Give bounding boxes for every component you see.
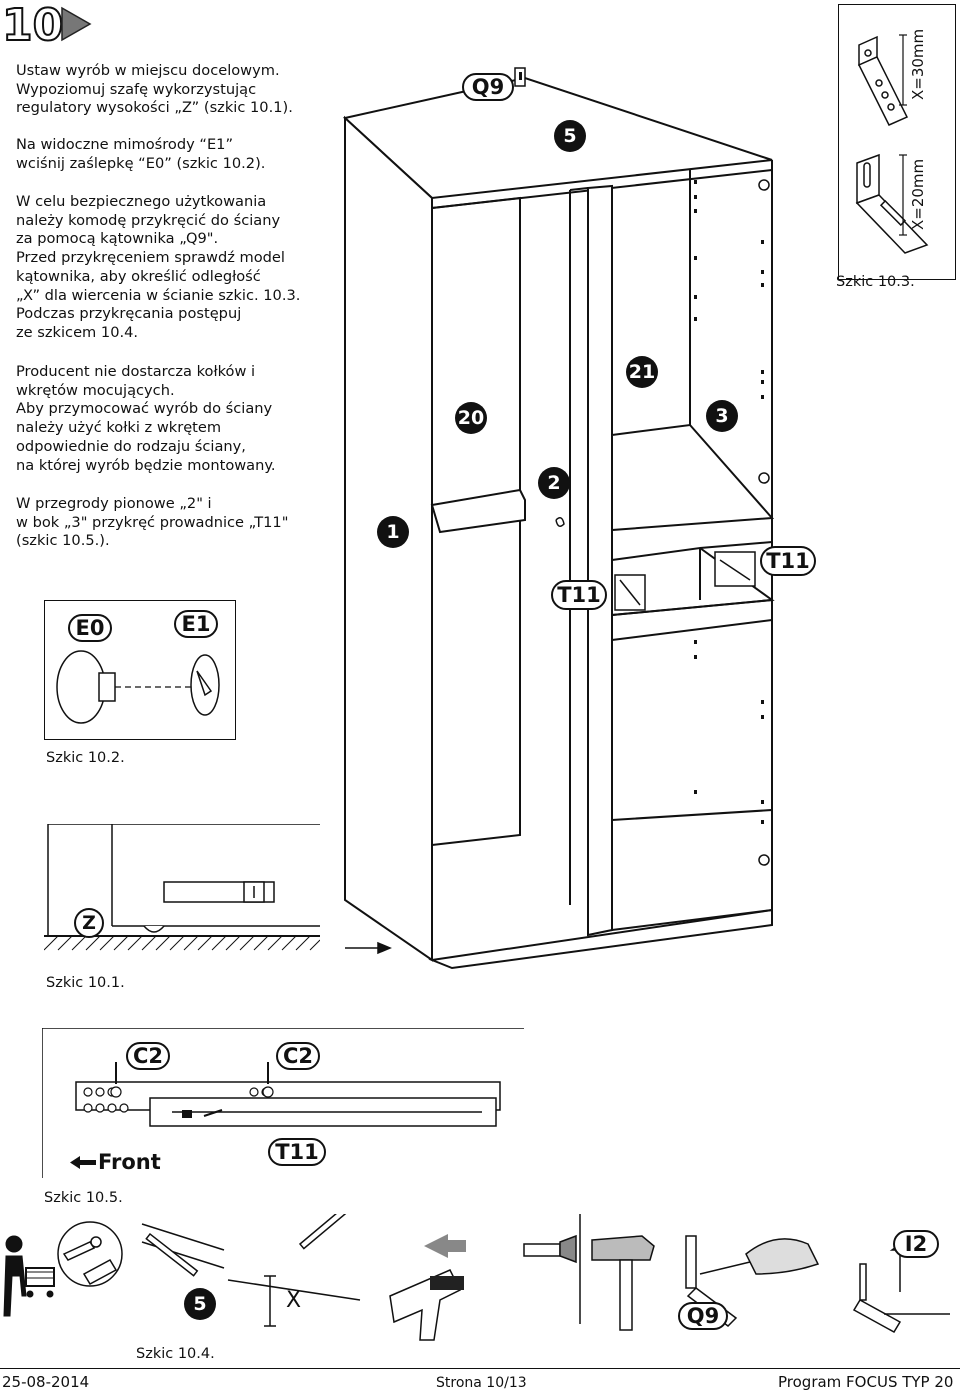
label-front: Front (98, 1150, 161, 1174)
footer-divider (0, 1368, 960, 1369)
part-5-badge: 5 (554, 120, 586, 152)
part-20-badge: 20 (455, 402, 487, 434)
step-header: 10 (0, 0, 96, 52)
label-c2-right: C2 (276, 1042, 320, 1070)
dowel-icon (82, 1259, 118, 1285)
part-21-badge: 21 (626, 356, 658, 388)
label-e0: E0 (68, 614, 112, 642)
screwdriver-icon (699, 1238, 820, 1275)
sketch-10-4-strip (3, 1214, 950, 1350)
label-q9-sketch: Q9 (678, 1302, 728, 1330)
label-x: X (286, 1288, 302, 1313)
person-cart-icon (3, 1235, 55, 1317)
label-x30: X=30mm (909, 29, 927, 100)
label-z: Z (74, 908, 104, 938)
sketch-10-5-box (41, 1027, 524, 1178)
front-arrow-icon (70, 1156, 96, 1169)
bracket-q9-icon (514, 67, 526, 87)
sketch-10-1-box (43, 823, 321, 966)
instruction-2: Na widoczne mimośrody “E1”wciśnij zaślep… (16, 136, 266, 172)
part-3-badge: 3 (706, 400, 738, 432)
part-1-badge: 1 (377, 516, 409, 548)
part-2-badge: 2 (538, 467, 570, 499)
step-number: 10 (2, 0, 63, 48)
step-arrow-icon (61, 6, 92, 42)
caption-10-2: Szkic 10.2. (46, 750, 125, 766)
sketch-10-2-box (44, 600, 236, 740)
wardrobe-drawing (342, 67, 775, 970)
footer-program: Program FOCUS TYP 20 (778, 1373, 954, 1391)
label-t11-left: T11 (551, 580, 607, 610)
footer-date: 25-08-2014 (2, 1373, 90, 1391)
screw-icon (62, 1236, 102, 1261)
caption-10-4: Szkic 10.4. (136, 1346, 215, 1362)
drill-icon (389, 1234, 466, 1341)
footer-page: Strona 10/13 (436, 1375, 527, 1391)
pencil-icon (298, 1214, 356, 1250)
label-t11-sketch: T11 (268, 1138, 326, 1166)
label-c2-left: C2 (126, 1042, 170, 1070)
label-q9: Q9 (462, 73, 514, 101)
part-5-sketch-badge: 5 (184, 1288, 216, 1320)
label-i2: I2 (893, 1230, 939, 1258)
caption-10-1: Szkic 10.1. (46, 975, 125, 991)
instruction-1: Ustaw wyrób w miejscu docelowym.Wypoziom… (16, 62, 293, 117)
caption-10-3: Szkic 10.3. (836, 274, 915, 290)
label-x20: X=20mm (909, 159, 927, 230)
caption-10-5: Szkic 10.5. (44, 1190, 123, 1206)
sketch-10-3-box: X=30mm X=20mm (838, 4, 956, 280)
label-e1: E1 (174, 610, 218, 638)
label-t11-right: T11 (760, 546, 816, 576)
hammer-icon (591, 1235, 655, 1331)
pencil-icon (145, 1232, 199, 1277)
